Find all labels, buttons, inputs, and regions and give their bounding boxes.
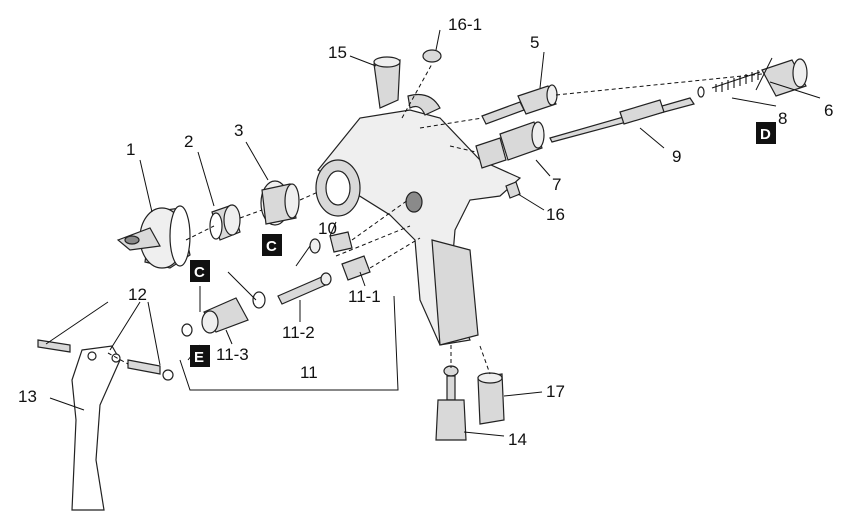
key-box-d: D <box>756 122 776 144</box>
part-11-air-valve-assembly <box>181 255 371 337</box>
part-14-air-adjust <box>435 365 467 441</box>
part-8-spring <box>697 70 761 98</box>
part-16-plug <box>505 181 521 199</box>
part-2-nozzle <box>209 204 241 241</box>
label-part-11-2: 11-2 <box>282 323 315 342</box>
part-3-baffle <box>260 180 300 226</box>
leader-lines <box>45 29 821 437</box>
label-part-14: 14 <box>508 430 527 449</box>
part-17-air-inlet <box>477 372 505 425</box>
key-c-lower-text: C <box>194 264 205 281</box>
key-e-text: E <box>194 349 204 366</box>
label-part-5: 5 <box>530 33 539 52</box>
part-labels: 1 2 3 5 6 7 8 9 10 11 11-1 11-2 11-3 12 … <box>18 15 833 449</box>
part-7-fluid-inlet <box>475 121 545 169</box>
label-part-11-1: 11-1 <box>348 287 381 306</box>
label-part-15: 15 <box>328 43 347 62</box>
key-box-c-lower: C <box>190 260 210 282</box>
label-part-13: 13 <box>18 387 37 406</box>
label-part-8: 8 <box>778 109 787 128</box>
label-part-11-3: 11-3 <box>216 345 249 364</box>
part-12-trigger-pins <box>37 339 174 381</box>
part-13-trigger <box>71 345 121 511</box>
alignment-dashes <box>107 63 763 375</box>
key-box-c-upper: C <box>262 234 282 256</box>
label-part-1: 1 <box>126 140 135 159</box>
part-1-air-cap <box>116 205 191 269</box>
label-part-2: 2 <box>184 132 193 151</box>
key-d-text: D <box>760 126 771 143</box>
part-5-fluid-adjust <box>481 84 558 125</box>
label-part-10: 10 <box>318 219 337 238</box>
label-part-7: 7 <box>552 175 561 194</box>
part-16-1-plug <box>422 49 442 63</box>
key-box-e: E <box>190 345 210 367</box>
label-part-16-1: 16-1 <box>448 15 482 34</box>
gun-body <box>315 93 522 346</box>
part-15-cup-adapter <box>373 56 401 109</box>
label-part-12: 12 <box>128 285 147 304</box>
part-10-fitting <box>309 231 353 254</box>
part-6-knob <box>761 58 808 97</box>
label-part-17: 17 <box>546 382 565 401</box>
label-part-6: 6 <box>824 101 833 120</box>
label-part-16: 16 <box>546 205 565 224</box>
label-part-9: 9 <box>672 147 681 166</box>
part-9-needle <box>549 97 695 143</box>
label-part-11: 11 <box>300 363 318 382</box>
label-part-3: 3 <box>234 121 243 140</box>
key-c-upper-text: C <box>266 238 277 255</box>
